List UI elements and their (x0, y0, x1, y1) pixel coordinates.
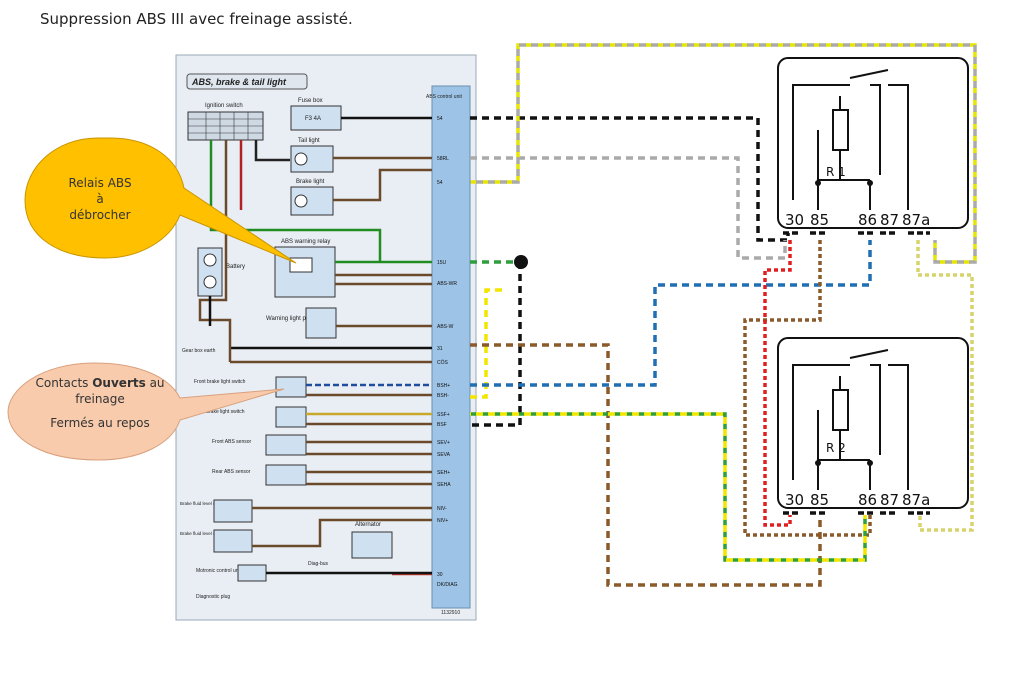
abs-control-unit (431, 85, 471, 609)
relay-r2: R 2 30 85 86 87 87a (777, 337, 969, 509)
motronic-unit (237, 564, 267, 582)
warning-panel-label: Warning light panel (266, 316, 317, 322)
contacts-pre: Contacts (35, 376, 93, 390)
pin-label: SEH+ (437, 470, 450, 476)
scanned-schematic: ABS, brake & tail light ABS control unit… (175, 54, 477, 621)
junction-dot (514, 255, 528, 269)
relay-r1: R 1 30 85 86 87 87a (777, 57, 969, 229)
relay-pin: 87 (880, 211, 899, 229)
relay-callout-line: Relais ABS (68, 176, 132, 190)
pin-label: 58RL (437, 156, 449, 162)
diag-label: Diagnostic plug (196, 594, 230, 600)
brake-fluid-sensor-1 (213, 499, 253, 523)
contacts-callout (7, 362, 285, 461)
scan-ref: 1132910 (441, 610, 460, 616)
fuse-box-label: Fuse box (298, 98, 323, 104)
fuse-label: F3 4A (305, 116, 321, 122)
brake-light-label: Brake light (296, 179, 325, 185)
wire-black-54 (470, 116, 790, 242)
pin-label: NIV- (437, 506, 447, 512)
fluid2-label: Brake fluid level sensor (180, 531, 227, 536)
relay-pin: 30 (785, 211, 804, 229)
relay-pin: 87a (902, 211, 930, 229)
pin-label: 54 (437, 116, 443, 122)
pin-label: ABS-W (437, 324, 454, 330)
alternator-label: Alternator (355, 522, 381, 528)
page-title: Suppression ABS III avec freinage assist… (40, 10, 353, 28)
front-switch-label: Front brake light switch (194, 379, 246, 385)
rear-abs-sensor (265, 464, 307, 486)
rear-switch-label: Rear brake light switch (194, 409, 245, 415)
rear-brake-switch (275, 406, 307, 428)
wire-grey-58rl (470, 156, 787, 260)
pin-label: SEV+ (437, 440, 450, 446)
relay-name: R 2 (826, 441, 846, 455)
diag-bus-label: Diag-bus (308, 561, 329, 567)
warning-light-panel (305, 307, 337, 339)
rear-sensor-label: Rear ABS sensor (212, 469, 251, 475)
pin-label: 54 (437, 180, 443, 186)
wire-yellow-grey-87a (916, 240, 974, 532)
contacts-line2: freinage (75, 392, 125, 406)
contacts-line3: Fermés au repos (50, 416, 150, 430)
contacts-bold: Ouverts (92, 376, 146, 390)
tail-light-label: Tail light (298, 138, 320, 144)
relay-pin: 87a (902, 491, 930, 509)
pin-label: 15U (437, 260, 447, 266)
brake-fluid-sensor-2 (213, 529, 253, 553)
relay-name: R 1 (826, 165, 846, 179)
relay-pin: 30 (785, 491, 804, 509)
ignition-label: Ignition switch (205, 103, 243, 109)
pin-label: ABS-WR (437, 281, 457, 287)
relay-callout-text: Relais ABS à débrocher (40, 175, 160, 223)
wire-green-yellow-ssf (470, 412, 867, 562)
fluid1-label: Brake fluid level sensor (180, 501, 227, 506)
relay-pin: 85 (810, 491, 829, 509)
pin-label: SSF+ (437, 412, 450, 418)
relay-pin: 86 (858, 491, 877, 509)
front-sensor-label: Front ABS sensor (212, 439, 252, 445)
pin-label: SEHA (437, 482, 451, 488)
front-abs-sensor (265, 434, 307, 456)
relay-pin: 87 (880, 491, 899, 509)
battery-label: Battery (226, 264, 245, 270)
pin-label: SEVA (437, 452, 451, 458)
wire-yellow-bsh (470, 288, 505, 399)
pin-label: BSH+ (437, 383, 450, 389)
pin-label: 31 (437, 346, 443, 352)
pin-label: NIV+ (437, 518, 448, 524)
scan-header: ABS, brake & tail light (191, 77, 287, 87)
relay-callout (24, 137, 297, 264)
relay-pin: 86 (858, 211, 877, 229)
pin-label: DK/DIAG (437, 582, 458, 588)
wire-brown-r1-85 (743, 240, 872, 537)
front-brake-switch (275, 376, 307, 398)
alternator (351, 531, 393, 559)
gearbox-earth-label: Gear box earth (182, 348, 216, 354)
warning-relay-label: ABS warning relay (281, 239, 330, 245)
contacts-post: au (145, 376, 165, 390)
relay-callout-line: à (96, 192, 104, 206)
contacts-callout-text: Contacts Ouverts au freinage Fermés au r… (20, 375, 180, 431)
wire-brown-31 (470, 343, 822, 587)
motronic-label: Motronic control unit (196, 568, 242, 574)
wire-blue-bsh-plus (470, 240, 872, 387)
fuse-box (290, 105, 342, 131)
pin-label: BSF (437, 422, 447, 428)
pin-label: CÖS (437, 359, 449, 366)
external-wiring (470, 43, 977, 587)
pin-label: BSH- (437, 393, 449, 399)
relay-pin: 85 (810, 211, 829, 229)
wire-red (763, 240, 792, 527)
abs-unit-label: ABS control unit (426, 94, 462, 100)
relay-callout-line: débrocher (69, 208, 131, 222)
wire-yellow-grey-54 (470, 43, 977, 264)
pin-label: 30 (437, 572, 443, 578)
